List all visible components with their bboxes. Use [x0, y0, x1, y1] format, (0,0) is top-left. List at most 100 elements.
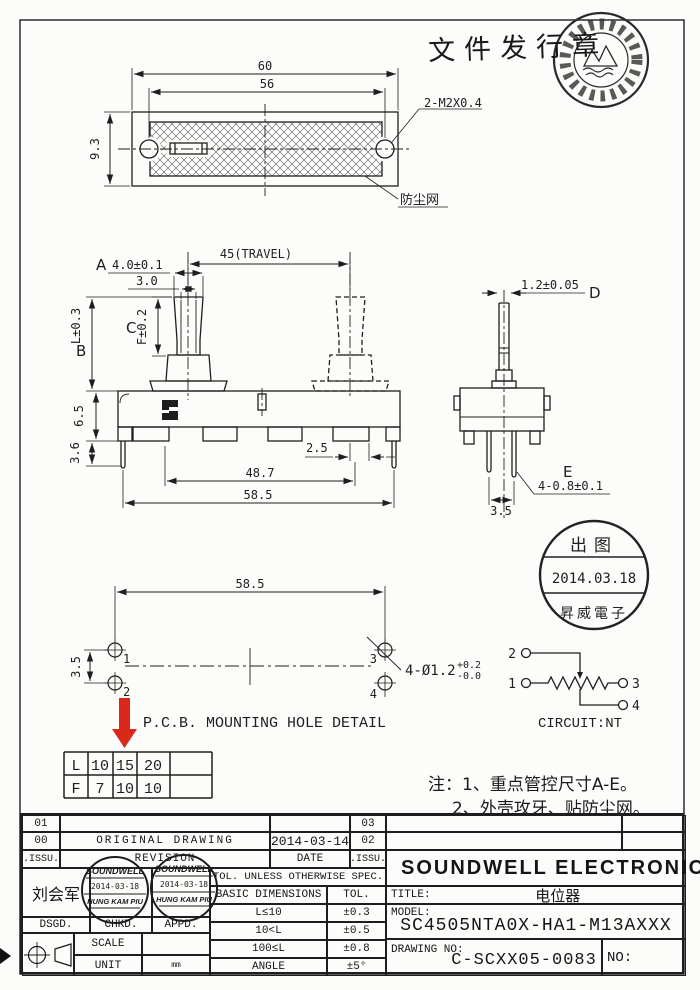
company-seal [552, 11, 650, 109]
label-b: B [76, 342, 86, 360]
hole-number-3: 3 [370, 652, 377, 666]
circuit-pin-2: 2 [508, 647, 516, 662]
release-seal-date: 2014.03.18 [552, 571, 636, 587]
pcb-mounting-detail: 58.5 3.5 1 2 3 4 4-Ø1.2 +0.2 -0.0 P.C.B.… [69, 577, 481, 732]
hole-number-1: 1 [123, 652, 130, 666]
lf-table: L 10 15 20 F 7 10 10 [63, 751, 213, 799]
lf-cell: F [71, 781, 80, 798]
appd-stamp: SOUNDWELL 2014-03-18 HUNG KAM PIU [150, 854, 218, 922]
company-banner: SOUNDWELL SOUNDWELL ELECTRONICS [386, 850, 700, 886]
drawing-no-label: DRAWING NO: [391, 944, 464, 956]
note-line-1: 注：1、重点管控尺寸A-E。 [428, 775, 637, 795]
tol-value-1: ±0.3 [327, 904, 386, 922]
appd-label: APPD. [152, 917, 210, 933]
designer-name: 刘会军 [22, 868, 90, 917]
tol-range-2: 10<L [210, 922, 327, 940]
dim-25: 2.5 [306, 441, 328, 455]
tol-header: TOL. UNLESS OTHERWISE SPEC. [210, 868, 386, 886]
tol-col-header: TOL. [327, 886, 386, 904]
pcb-caption: P.C.B. MOUNTING HOLE DETAIL [143, 715, 386, 732]
front-view: A 4.0±0.1 3.0 45(TRAVEL) C F±0.2 B L±0.3… [68, 247, 585, 508]
chkd-stamp: SOUNDWELL 2014-03-18 HUNG KAM PIU [81, 856, 149, 924]
dsgd-label: DSGD. [22, 917, 90, 933]
projection-symbol-cell [22, 933, 74, 976]
circuit-diagram: 2 1 3 4 CIRCUIT:NT [508, 647, 640, 732]
mounting-holes [104, 639, 396, 697]
frame-centering-mark [0, 948, 11, 964]
hole-tol-minus: -0.0 [457, 671, 481, 682]
lf-cell: 10 [91, 758, 109, 775]
lf-cell: L [71, 758, 80, 775]
dim-a: 4.0±0.1 [112, 258, 163, 272]
rev2-date: 2014-03-14 [270, 832, 350, 850]
title-value: 电位器 [535, 886, 581, 905]
stamp-name: HUNG KAM PIU [156, 895, 212, 904]
unit-label: UNIT [74, 955, 142, 976]
soundwell-logo-mark-body [162, 400, 178, 420]
dim-36: 3.6 [68, 442, 82, 464]
title-row: TITLE: 电位器 [386, 886, 686, 905]
rev-right-blank [386, 815, 622, 832]
tol-range-4: ANGLE [210, 958, 327, 976]
lf-cell: 15 [116, 758, 134, 775]
lf-cell: 10 [144, 781, 162, 798]
tol-value-2: ±0.5 [327, 922, 386, 940]
top-view: 60 56 9.3 2-M2X0.4 防尘网 [88, 59, 482, 208]
release-seal-bottom: 昇威電子 [560, 606, 628, 622]
rev1-desc [60, 815, 270, 832]
drawing-frame [19, 19, 685, 975]
circuit-pin-3: 3 [632, 677, 640, 692]
rev-right-blank [622, 832, 686, 850]
label-c: C [126, 319, 136, 337]
circuit-pin-1: 1 [508, 677, 516, 692]
drawing-no-value: C-SCXX05-0083 [451, 951, 597, 970]
screw-spec-label: 2-M2X0.4 [424, 96, 482, 110]
lf-cell: 10 [116, 781, 134, 798]
hole-number-2: 2 [123, 685, 130, 699]
stamp-name: HUNG KAM PIU [87, 897, 143, 906]
dim-top-inner: 56 [260, 77, 274, 91]
model-row: MODEL: SC4505NTA0X-HA1-M13AXXX [386, 904, 686, 939]
tol-value-3: ±0.8 [327, 940, 386, 958]
stamp-date: 2014-03-18 [91, 882, 139, 891]
dust-net-label: 防尘网 [400, 192, 439, 208]
scale-label: SCALE [74, 933, 142, 955]
stamp-date: 2014-03-18 [160, 880, 208, 889]
company-name: SOUNDWELL ELECTRONICS [401, 856, 700, 879]
lf-cell: 7 [95, 781, 104, 798]
rev-right-blank [622, 815, 686, 832]
rev3-right: .ISSU. [350, 850, 386, 868]
issuance-stamp-text: 文件发行章 [427, 29, 609, 68]
title-label: TITLE: [391, 889, 431, 901]
tol-range-3: 100≤L [210, 940, 327, 958]
basic-dim-header: BASIC DIMENSIONS [210, 886, 327, 904]
hole-number-4: 4 [370, 687, 377, 701]
rev2-no: 00 [22, 832, 60, 850]
label-e: E [563, 463, 572, 481]
stamp-company: SOUNDWELL [86, 866, 144, 876]
side-view: 1.2±0.05 D E 4-0.8±0.1 3.5 [453, 278, 610, 520]
date-header: DATE [270, 850, 350, 868]
label-a: A [96, 256, 107, 274]
tol-range-1: L≤10 [210, 904, 327, 922]
rev3-no: .ISSU. [22, 850, 60, 868]
dim-65: 6.5 [72, 405, 86, 427]
model-value: SC4505NTA0X-HA1-M13AXXX [400, 915, 672, 936]
dim-585: 58.5 [244, 488, 273, 502]
pcb-dim-585: 58.5 [236, 577, 265, 591]
rev1-right: 03 [350, 815, 386, 832]
scale-value [142, 933, 210, 955]
release-seal-top: 出图 [570, 536, 618, 556]
pcb-dim-35: 3.5 [69, 656, 83, 678]
model-label: MODEL: [391, 907, 431, 919]
dim-top-width: 60 [258, 59, 272, 73]
label-d: D [589, 284, 601, 302]
title-block: 01 03 00 ORIGINAL DRAWING 2014-03-14 02 … [20, 813, 700, 976]
stamp-company: SOUNDWELL [155, 864, 213, 874]
lf-cell: 20 [144, 758, 162, 775]
dim-d: 1.2±0.05 [521, 278, 579, 292]
dim-487: 48.7 [246, 466, 275, 480]
dim-pins: 4-0.8±0.1 [538, 479, 603, 493]
